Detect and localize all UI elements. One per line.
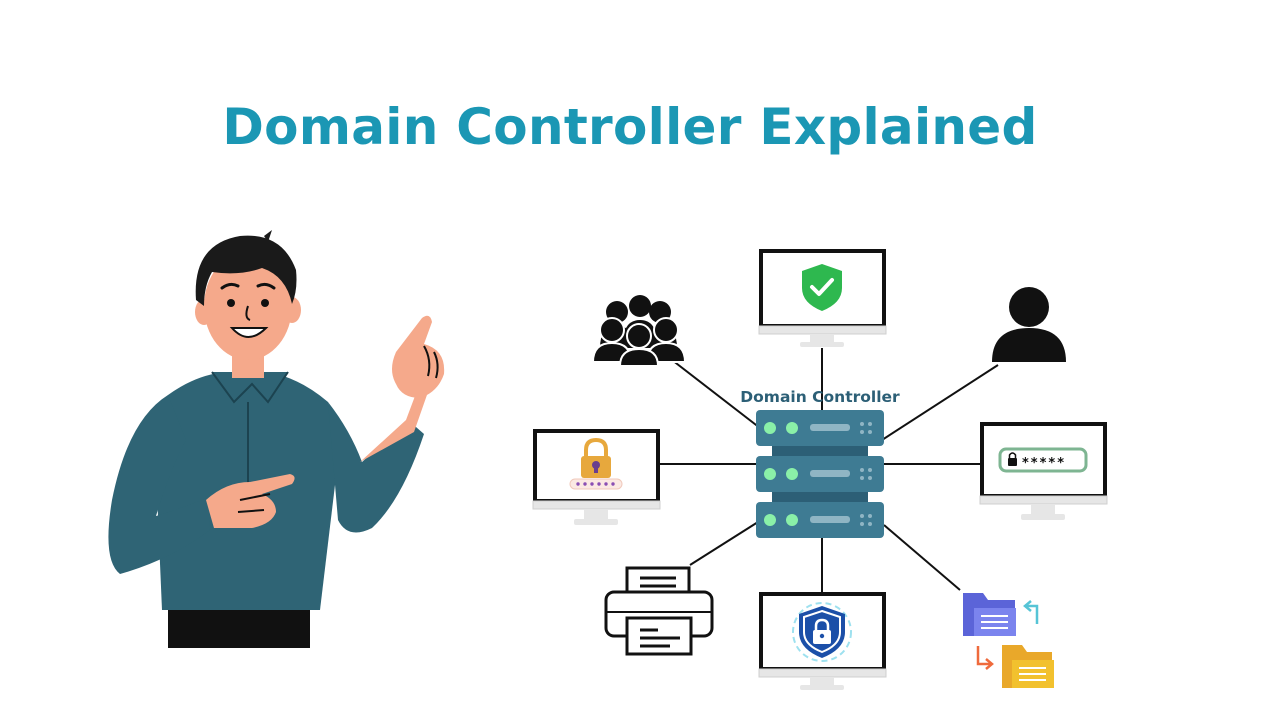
lock-password-monitor-icon — [532, 429, 661, 525]
link-printer — [689, 521, 759, 566]
password-field-monitor-icon: ***** — [979, 422, 1108, 520]
sync-arrow-down-icon — [976, 646, 991, 666]
link-files — [883, 524, 961, 591]
sync-arrow-up-icon — [1026, 604, 1039, 624]
secure-lock-shield-monitor-icon — [758, 592, 887, 690]
connection-lines — [658, 348, 999, 592]
page-title: Domain Controller Explained — [222, 98, 1038, 156]
file-sync-icon — [963, 593, 1054, 688]
green-shield-icon — [802, 264, 842, 311]
single-user-icon — [992, 287, 1066, 362]
security-shield-monitor-icon — [758, 249, 887, 347]
domain-controller-label: Domain Controller — [740, 388, 900, 406]
link-group — [671, 359, 761, 429]
link-user — [881, 364, 999, 441]
server-unit — [756, 456, 884, 492]
server-unit — [756, 502, 884, 538]
printer-icon — [604, 566, 714, 656]
server-rack-icon — [756, 410, 884, 538]
server-unit — [756, 410, 884, 446]
pointing-man-illustration — [108, 230, 445, 648]
password-mask: ***** — [1022, 456, 1066, 471]
lock-icon — [1008, 458, 1017, 466]
user-group-icon — [591, 295, 687, 367]
